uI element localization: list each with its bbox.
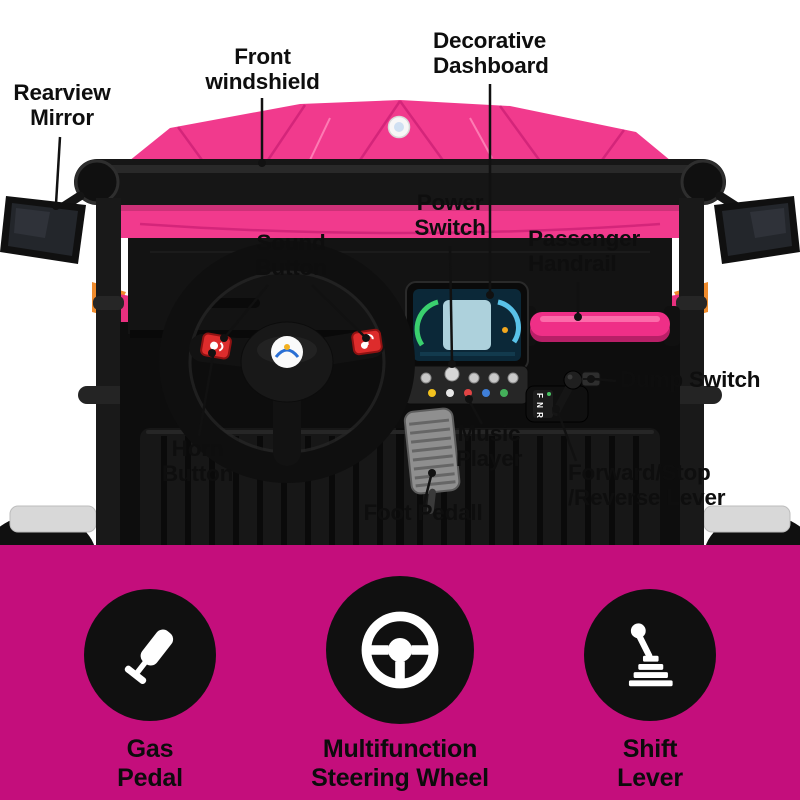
callout-foot-pedal: Foot Pedall	[363, 500, 483, 525]
gear-markings: F N R	[535, 393, 544, 419]
callout-power-switch: Power Switch	[414, 190, 486, 241]
steering-wheel-icon	[361, 611, 439, 689]
shift-lever-icon	[628, 623, 673, 687]
dashboard-screen	[405, 281, 529, 371]
callout-passenger-handrail: Passenger Handrail	[528, 226, 641, 277]
shift-lever-feature	[584, 589, 716, 721]
callout-front-windshield: Front windshield	[205, 44, 320, 95]
frame-posts	[78, 198, 722, 560]
foot-pedal	[403, 407, 461, 515]
hub-logo	[271, 336, 303, 368]
callout-forward-reverse-lever: Forward/Stop /Reverse Lever	[568, 460, 726, 511]
callout-decorative-dashboard: Decorative Dashboard	[433, 28, 549, 79]
power-switch	[444, 366, 460, 382]
right-rearview-mirror	[714, 191, 800, 264]
callout-sound-button: Sound Button	[255, 230, 327, 281]
left-step	[9, 505, 97, 533]
music-player	[403, 365, 529, 405]
callout-horn-button: Horn Button	[161, 436, 234, 487]
callout-music-player: Music Player	[455, 421, 523, 472]
passenger-handrail	[520, 306, 680, 346]
dump-switch	[581, 371, 601, 387]
shift-lever-label: Shift Lever	[617, 735, 683, 792]
left-rearview-mirror	[0, 191, 86, 264]
gas-pedal-label: Gas Pedal	[117, 735, 183, 792]
callout-rearview-mirror: Rearview Mirror	[13, 80, 111, 131]
callout-dump-switch: Dump Switch	[620, 367, 761, 392]
left-red-button	[200, 332, 232, 360]
steering-wheel-label: Multifunction Steering Wheel	[311, 735, 489, 792]
right-red-button	[351, 328, 383, 356]
roll-bar	[74, 159, 726, 205]
feature-band: Gas Pedal Multifunction Steering Wheel S…	[0, 545, 800, 800]
gas-pedal-feature	[84, 589, 216, 721]
gas-pedal-icon	[124, 629, 174, 685]
steering-wheel-feature	[326, 576, 474, 724]
